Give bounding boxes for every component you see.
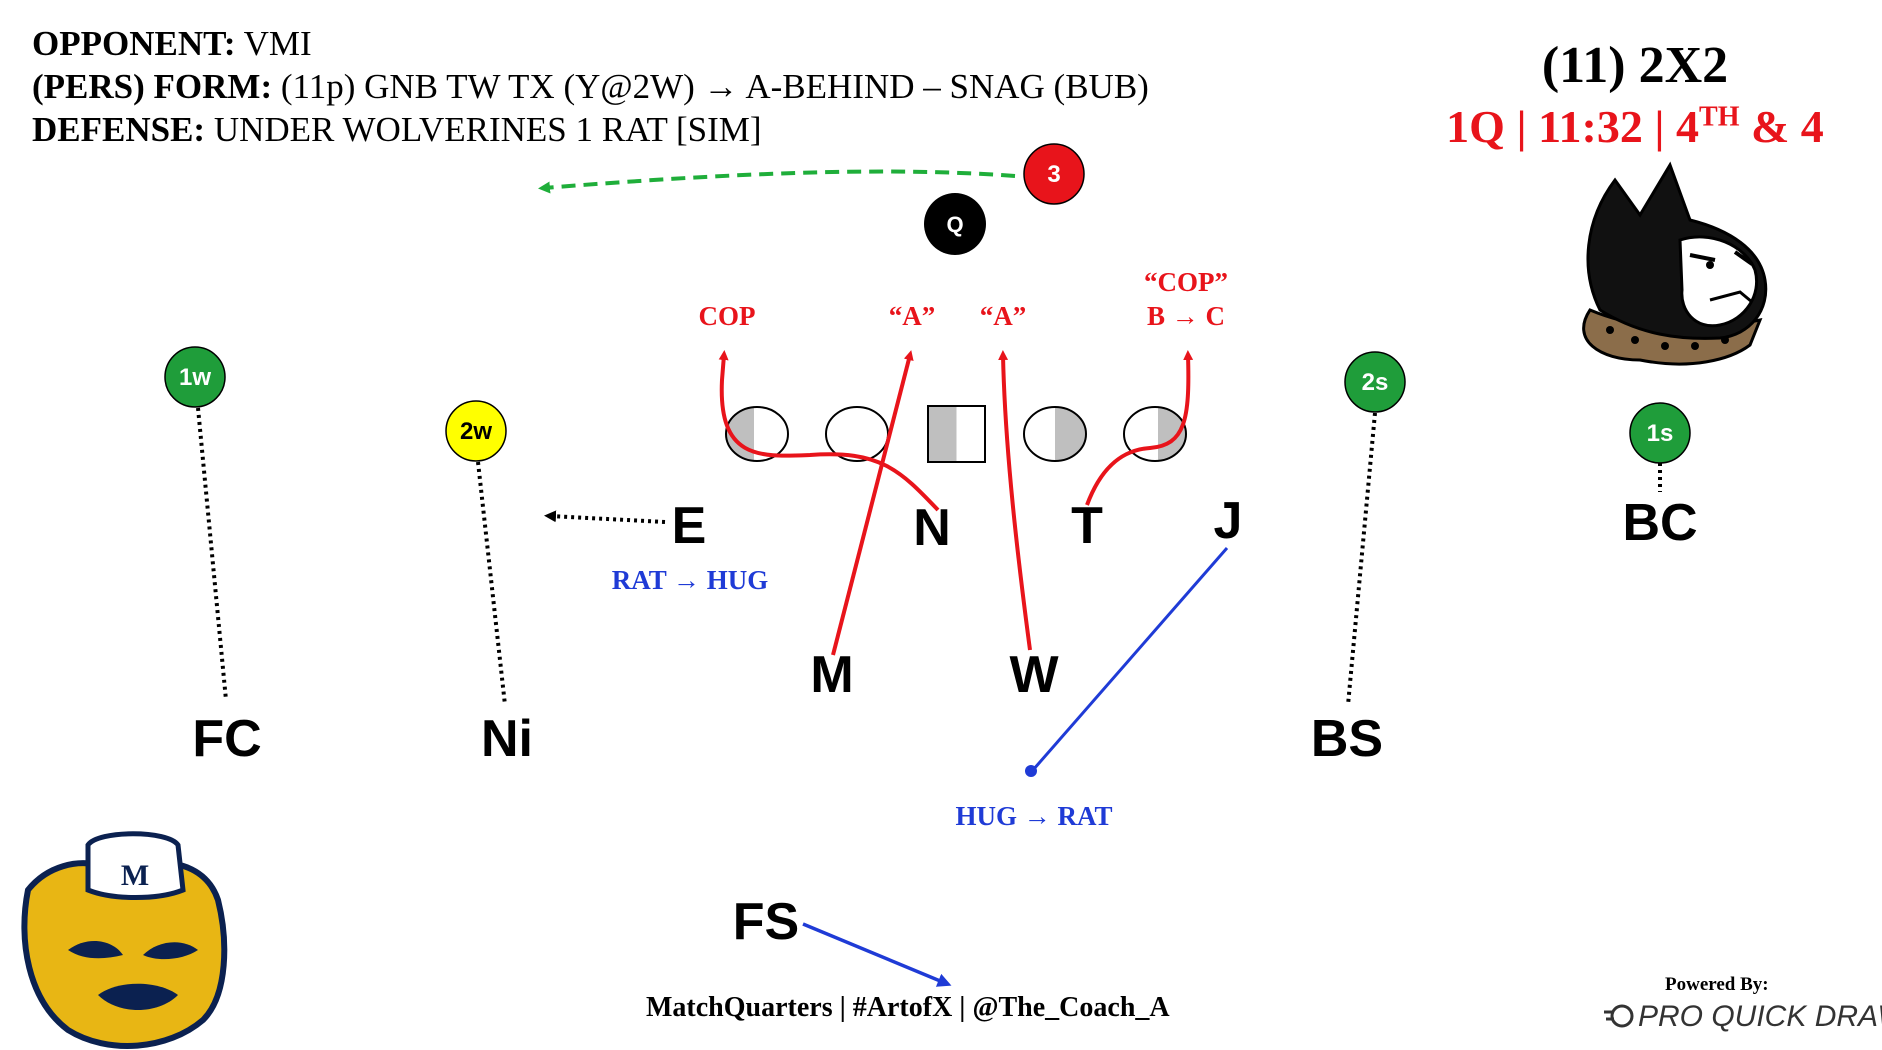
call-a-left: “A” [889, 301, 936, 331]
separator: | [1516, 101, 1527, 152]
call-a-right: “A” [980, 301, 1027, 331]
offensive-lineman-rg [1023, 406, 1087, 462]
back-route [538, 169, 1016, 194]
wolverine-logo: M [21, 831, 228, 1049]
defender-bs: BS [1311, 710, 1383, 768]
t-cop-path [1085, 350, 1194, 506]
receiver-1w: 1w [164, 346, 226, 408]
defender-t: T [1071, 497, 1103, 555]
defender-m: M [810, 646, 853, 704]
qb-chip: Q [924, 193, 986, 255]
down-suffix: TH [1699, 101, 1740, 133]
defense-value: UNDER WOLVERINES 1 RAT [SIM] [213, 110, 762, 149]
back-label: 3 [1047, 161, 1060, 188]
defense-line: DEFENSE: UNDER WOLVERINES 1 RAT [SIM] [32, 110, 762, 150]
defender-bc: BC [1622, 494, 1697, 552]
call-rat-hug: RAT → HUG [612, 565, 769, 595]
back-chip: 3 [1023, 143, 1085, 205]
wolverine-logo-letter: M [121, 859, 149, 892]
distance-text: & 4 [1750, 101, 1824, 152]
brand-icon [1604, 1001, 1634, 1031]
quarter-text: 1Q [1446, 101, 1505, 152]
center-square [927, 405, 986, 463]
m-a-gap-path [831, 350, 914, 656]
receiver-2w-label: 2w [460, 418, 492, 445]
powered-by-text: Powered By: [1665, 974, 1769, 995]
opponent-line: OPPONENT: VMI [32, 24, 312, 64]
w-a-gap-path [998, 350, 1032, 651]
n-cop-path [718, 350, 940, 512]
receiver-2s: 2s [1344, 351, 1406, 413]
call-cop-left: COP [699, 301, 756, 331]
credits-text: MatchQuarters | #ArtofX | @The_Coach_A [646, 992, 1170, 1023]
opponent-label: OPPONENT: [32, 24, 236, 63]
bs-leverage-line [1346, 412, 1377, 706]
receiver-1s-label: 1s [1647, 420, 1674, 447]
receiver-1w-label: 1w [179, 364, 211, 391]
qb-label: Q [946, 212, 963, 237]
defender-j: J [1214, 492, 1243, 550]
defender-e: E [672, 497, 707, 555]
fs-path [802, 922, 952, 987]
e-rat-arrow [544, 510, 666, 524]
separator: | [1654, 101, 1665, 152]
j-hug-point [1025, 765, 1037, 777]
defender-ni: Ni [481, 710, 533, 768]
receiver-2w: 2w [445, 400, 507, 462]
defense-label: DEFENSE: [32, 110, 206, 149]
defender-fs: FS [733, 893, 799, 951]
personnel-title: (11) 2X2 [1541, 37, 1729, 94]
opponent-dog-logo [1582, 161, 1768, 366]
clock-text: 11:32 [1538, 101, 1643, 152]
formation-line: (PERS) FORM: (11p) GNB TW TX (Y@2W) → A-… [32, 67, 1149, 107]
brand-text: PRO QUICK DRAW [1638, 1000, 1882, 1033]
receiver-2s-label: 2s [1362, 369, 1389, 396]
receiver-1s: 1s [1629, 402, 1691, 464]
opponent-value: VMI [243, 24, 312, 63]
j-hug-path [1031, 547, 1229, 771]
ni-leverage-line [476, 461, 507, 706]
defender-fc: FC [192, 710, 261, 768]
call-b-to-c: B → C [1147, 301, 1225, 331]
game-situation: 1Q | 11:32 | 4TH & 4 [1400, 100, 1870, 153]
formation-label: (PERS) FORM: [32, 67, 273, 106]
fc-leverage-line [196, 407, 228, 701]
down-text: 4 [1676, 101, 1700, 152]
defender-n: N [913, 499, 951, 557]
call-cop-right: “COP” [1144, 267, 1228, 297]
call-hug-rat: HUG → RAT [955, 801, 1112, 831]
defender-w: W [1009, 646, 1059, 704]
formation-value: (11p) GNB TW TX (Y@2W) → A-BEHIND – SNAG… [280, 67, 1149, 106]
